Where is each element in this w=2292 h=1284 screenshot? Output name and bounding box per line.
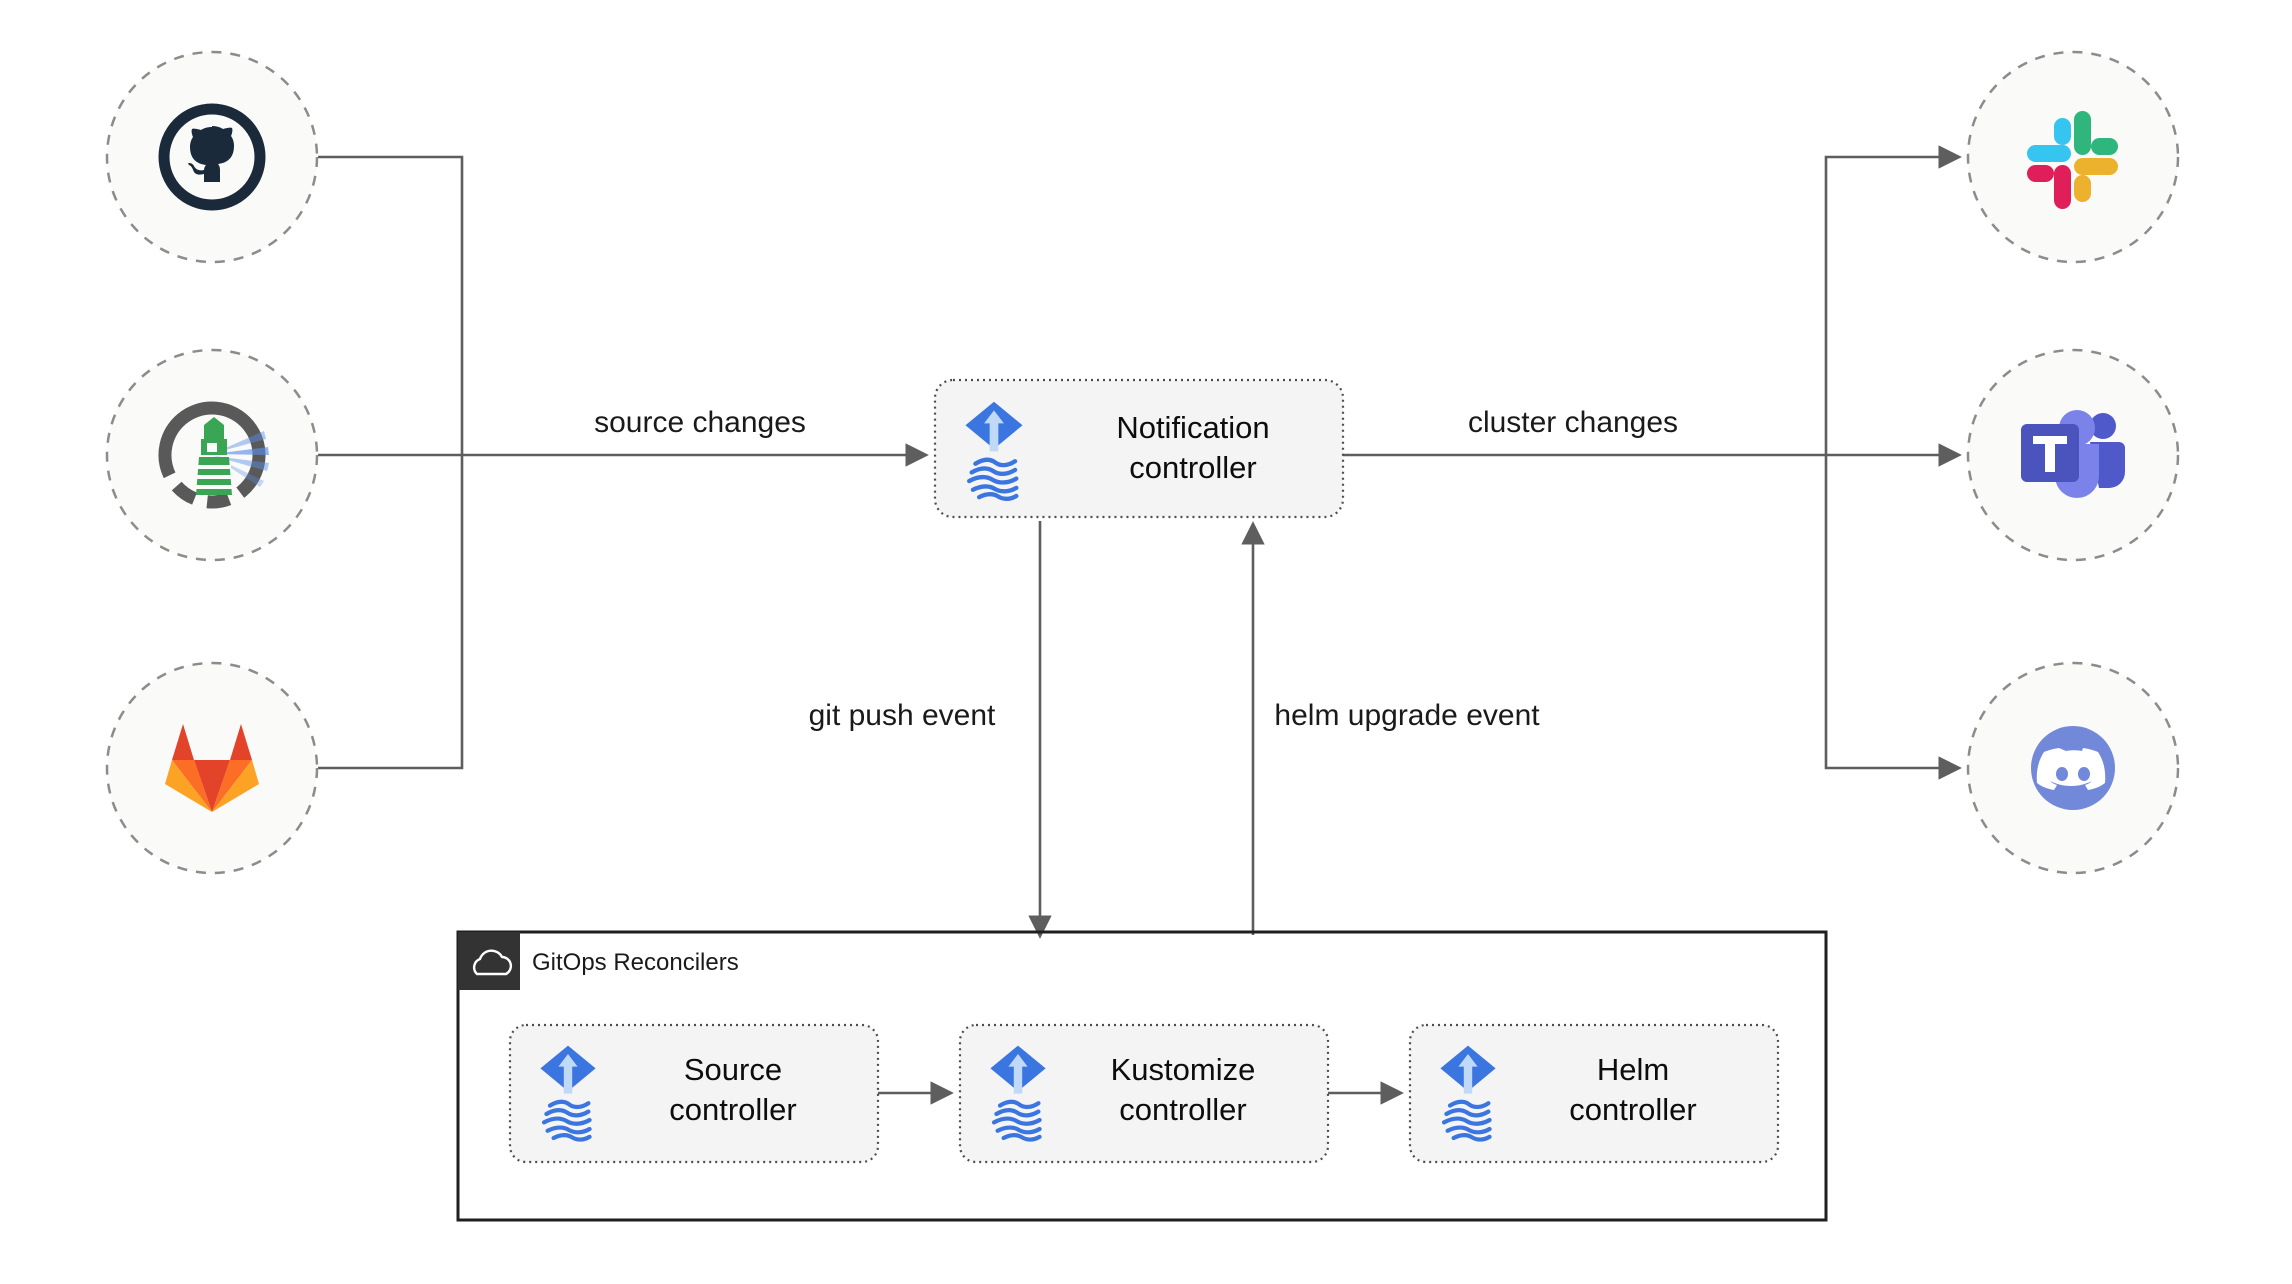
notification-controller-node[interactable]: Notification controller	[933, 378, 1345, 519]
edge-label-helm-upgrade-event: helm upgrade event	[1274, 699, 1540, 732]
gitops-reconcilers-box	[456, 930, 1828, 1222]
source-controller-box	[508, 1023, 880, 1164]
kustomize-controller-node[interactable]: Kustomize controller	[958, 1023, 1330, 1164]
notification-controller-label-line2: controller	[1129, 450, 1257, 485]
source-node-flux[interactable]	[105, 348, 319, 562]
source-controller-label-line2: controller	[669, 1092, 797, 1127]
gitops-reconcilers-group: GitOps Reconcilers Source controller Kus…	[456, 930, 1828, 1222]
edge-label-git-push-event: git push event	[809, 699, 996, 732]
edge-bus-to-discord	[1824, 455, 1962, 780]
edge-github-to-bus	[318, 155, 464, 455]
destinations-group	[1966, 50, 2180, 875]
kustomize-controller-box	[958, 1023, 1330, 1164]
edge-gitlab-to-bus	[318, 455, 464, 770]
sources-group	[105, 50, 319, 875]
source-node-gitlab[interactable]	[105, 661, 319, 875]
notification-controller-label-line1: Notification	[1116, 410, 1269, 445]
edge-bus-to-slack	[1824, 145, 1962, 455]
helm-controller-node[interactable]: Helm controller	[1408, 1023, 1780, 1164]
source-controller-label-line1: Source	[684, 1052, 782, 1087]
destination-node-teams[interactable]	[1966, 348, 2180, 562]
destination-circle-slack	[1966, 50, 2180, 264]
helm-controller-box	[1408, 1023, 1780, 1164]
helm-controller-label-line1: Helm	[1597, 1052, 1669, 1087]
connector-layer	[318, 145, 1962, 1105]
discord-icon	[2031, 726, 2115, 810]
gitops-reconcilers-title: GitOps Reconcilers	[532, 949, 739, 976]
notification-controller-box	[933, 378, 1345, 519]
edge-label-cluster-changes: cluster changes	[1468, 406, 1678, 439]
source-node-github[interactable]	[105, 50, 319, 264]
destination-node-slack[interactable]	[1966, 50, 2180, 264]
destination-node-discord[interactable]	[1966, 661, 2180, 875]
helm-controller-label-line2: controller	[1569, 1092, 1697, 1127]
kustomize-controller-label-line2: controller	[1119, 1092, 1247, 1127]
kustomize-controller-label-line1: Kustomize	[1111, 1052, 1256, 1087]
source-controller-node[interactable]: Source controller	[508, 1023, 880, 1164]
edge-label-source-changes: source changes	[594, 406, 806, 439]
